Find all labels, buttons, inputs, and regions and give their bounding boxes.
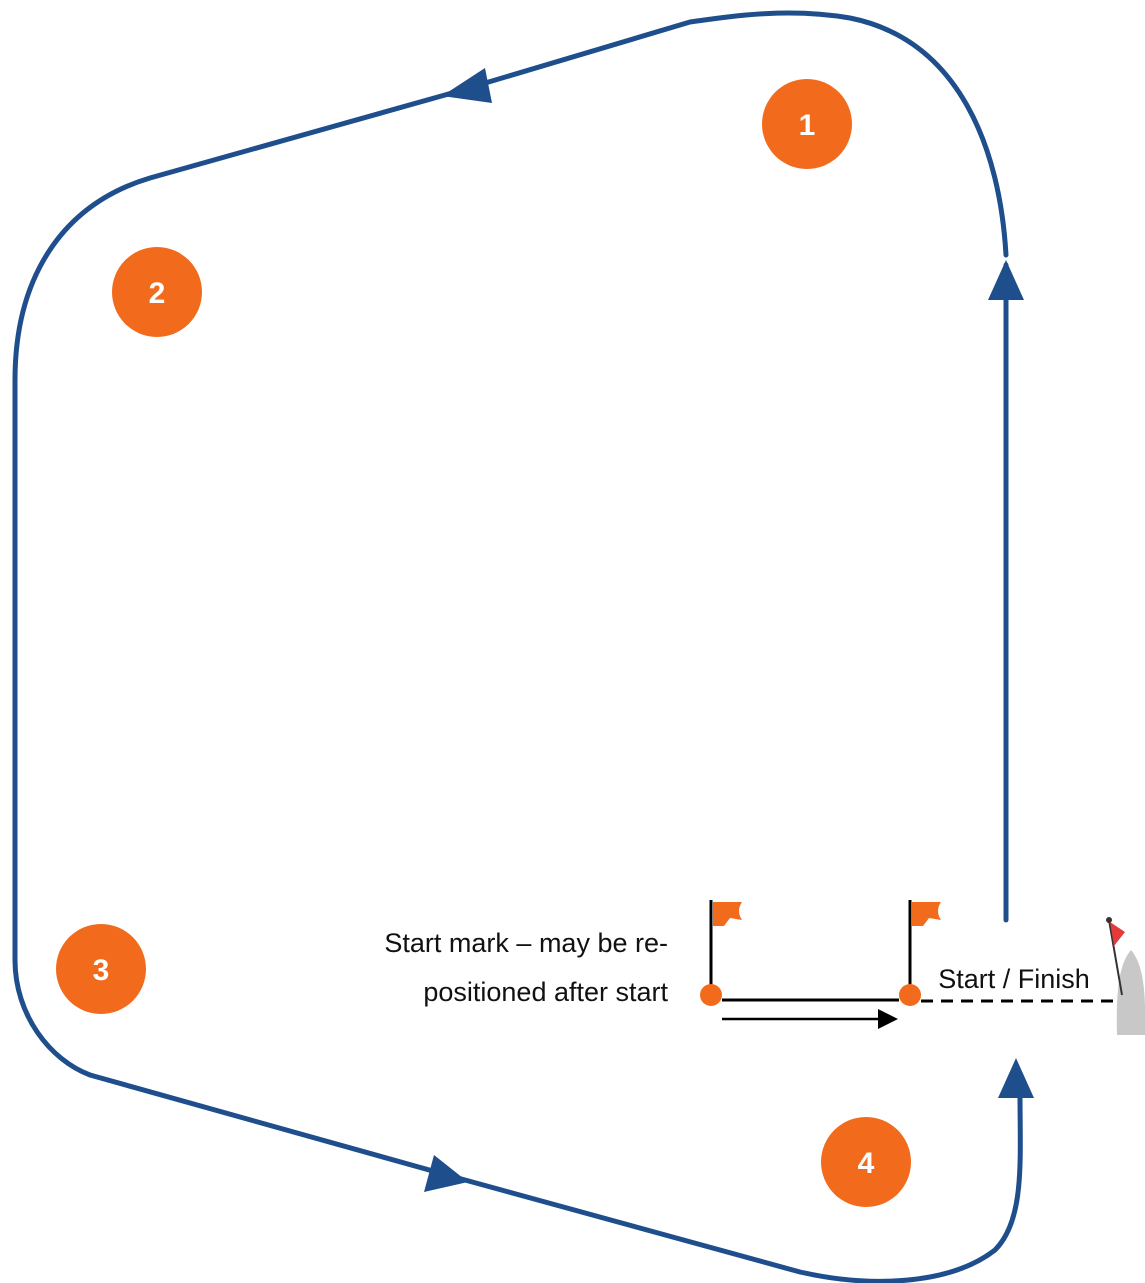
- start-mark-right: [899, 900, 941, 1006]
- course-leg-reach-to-mark-4: [87, 1072, 1023, 1283]
- red-flag-icon: [1110, 922, 1125, 946]
- course-leg-rounding-mark-1: [442, 10, 1009, 258]
- mark-number: 4: [858, 1147, 875, 1180]
- orange-flag-icon: [912, 902, 941, 926]
- mark-number: 2: [149, 277, 166, 310]
- start-direction-arrow: [722, 1009, 898, 1029]
- course-mark-4: 4: [821, 1117, 911, 1207]
- mark-number: 3: [93, 954, 110, 987]
- course-arrows: [424, 68, 1034, 1192]
- course-mark-1: 1: [762, 79, 852, 169]
- mark-number: 1: [799, 109, 816, 142]
- course-leg-run-to-mark-3: [12, 377, 93, 1078]
- course-mark-3: 3: [56, 924, 146, 1014]
- start-mark-note-line-1: Start mark – may be re-: [384, 928, 668, 958]
- arrow-up-icon: [998, 1058, 1034, 1098]
- start-finish-label: Start / Finish: [938, 964, 1090, 994]
- course-leg-reach-to-mark-2: [12, 92, 448, 383]
- start-mark-note-line-2: positioned after start: [423, 977, 668, 1007]
- course-mark-2: 2: [112, 247, 202, 337]
- arrow-left-icon: [442, 68, 492, 103]
- start-mark-left: [700, 900, 742, 1006]
- arrow-right-icon: [424, 1155, 468, 1192]
- orange-flag-icon: [713, 902, 742, 926]
- course-route: [12, 10, 1023, 1283]
- arrow-up-icon: [988, 260, 1024, 300]
- committee-boat-icon: [1106, 917, 1145, 1035]
- arrow-right-icon: [878, 1009, 898, 1029]
